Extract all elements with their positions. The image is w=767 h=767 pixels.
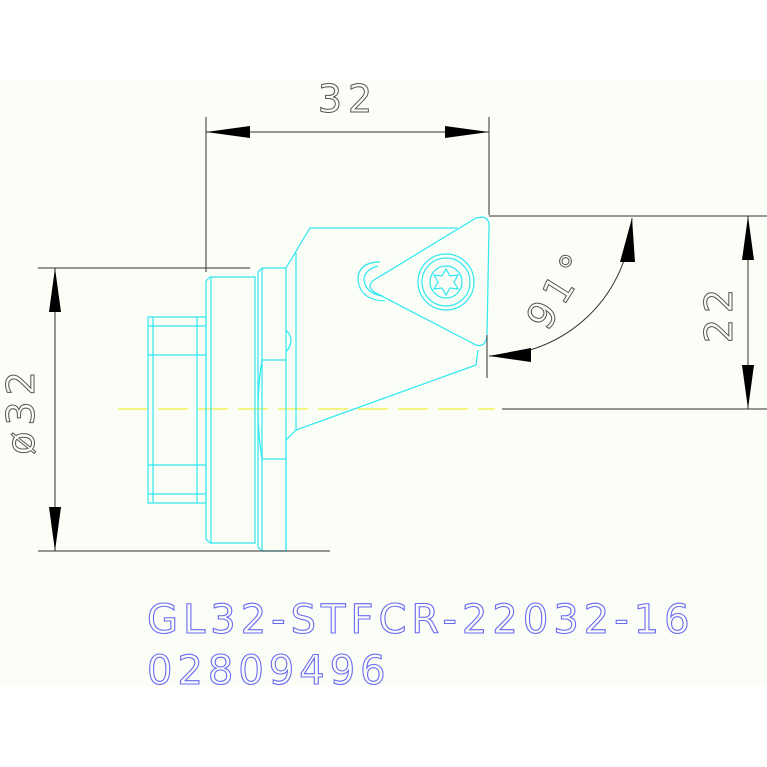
collar — [205, 276, 256, 544]
torx-screw-icon — [429, 265, 463, 299]
head — [285, 227, 479, 551]
dimension-diameter: ø32 — [0, 267, 330, 552]
dimension-length: 32 — [205, 77, 490, 272]
part-number: GL32-STFCR-22032-16 — [147, 597, 695, 643]
dimension-height: 22 — [489, 215, 767, 410]
order-code: 02809496 — [147, 648, 391, 694]
diameter-label: ø32 — [0, 365, 43, 455]
insert — [357, 216, 490, 347]
length-label: 32 — [318, 77, 378, 121]
tool-holder-outline — [147, 216, 490, 552]
drawing-area — [0, 80, 767, 686]
height-label: 22 — [697, 283, 741, 343]
